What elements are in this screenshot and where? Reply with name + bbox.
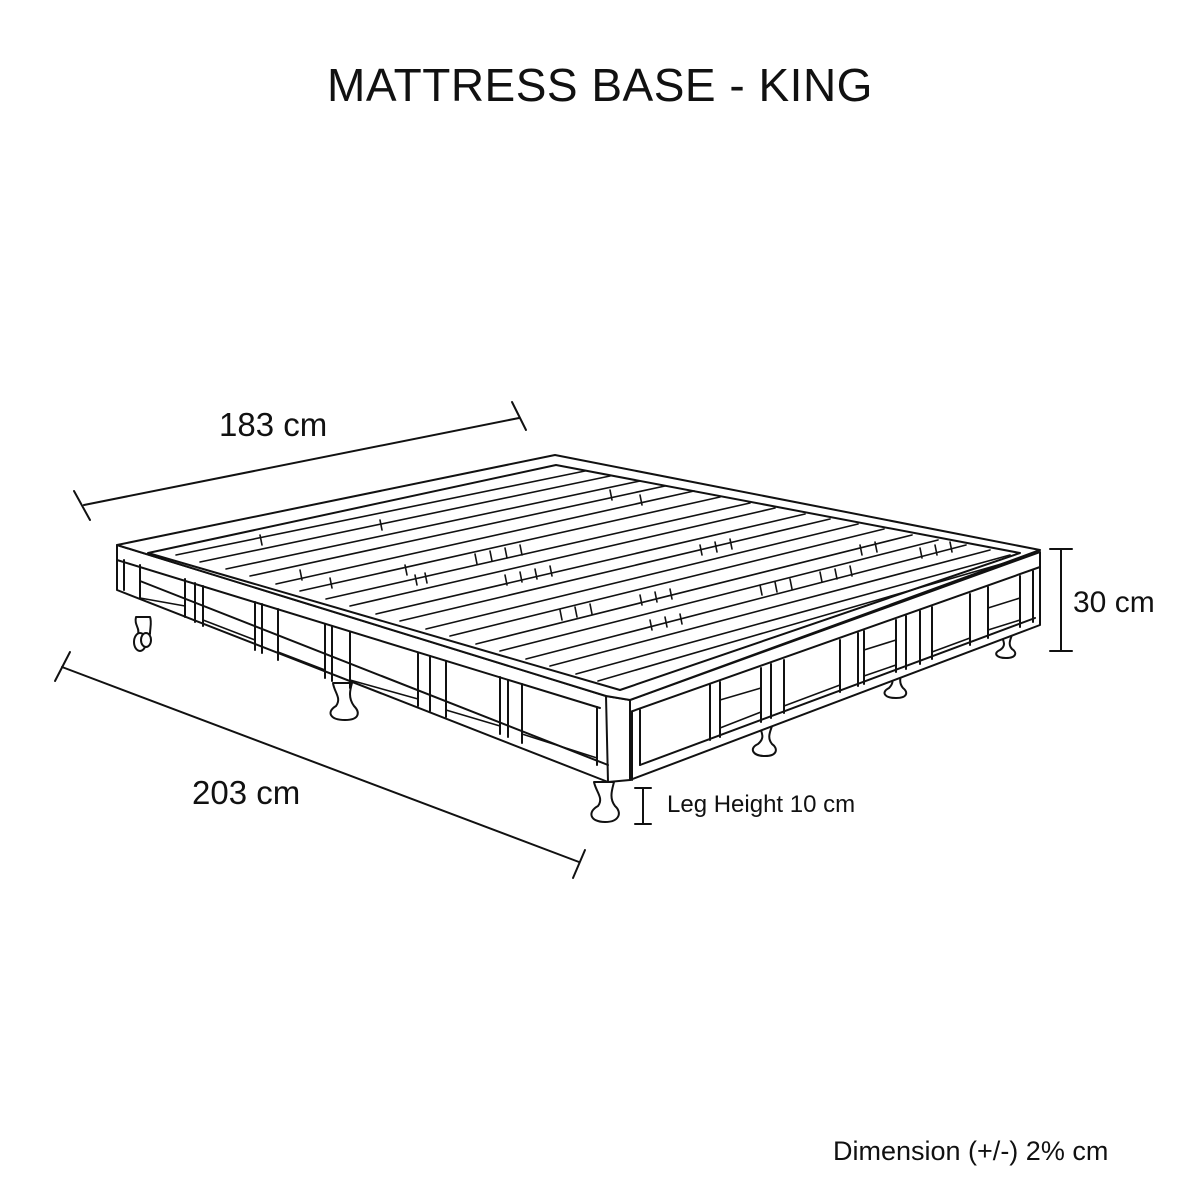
legs: [133, 616, 1017, 823]
caster-wheel-icon: [133, 616, 152, 652]
leg-height-label: Leg Height 10 cm: [667, 791, 856, 818]
length-dimension-line: [54, 651, 586, 879]
top-slat-surface: [116, 454, 1041, 701]
front-corner-post: [605, 695, 631, 783]
leg-height-dimension-line: [634, 787, 652, 825]
width-label: 183 cm: [219, 406, 328, 443]
width-dimension-line: [73, 401, 527, 521]
height-dimension-line: [1049, 548, 1073, 652]
dimension-tolerance-note: Dimension (+/-) 2% cm: [833, 1136, 1109, 1166]
front-side-face: [116, 544, 631, 783]
cross-blocks: [259, 489, 953, 631]
diagram-title: MATTRESS BASE - KING: [327, 59, 873, 111]
height-label: 30 cm: [1073, 586, 1155, 619]
length-label: 203 cm: [192, 774, 301, 811]
